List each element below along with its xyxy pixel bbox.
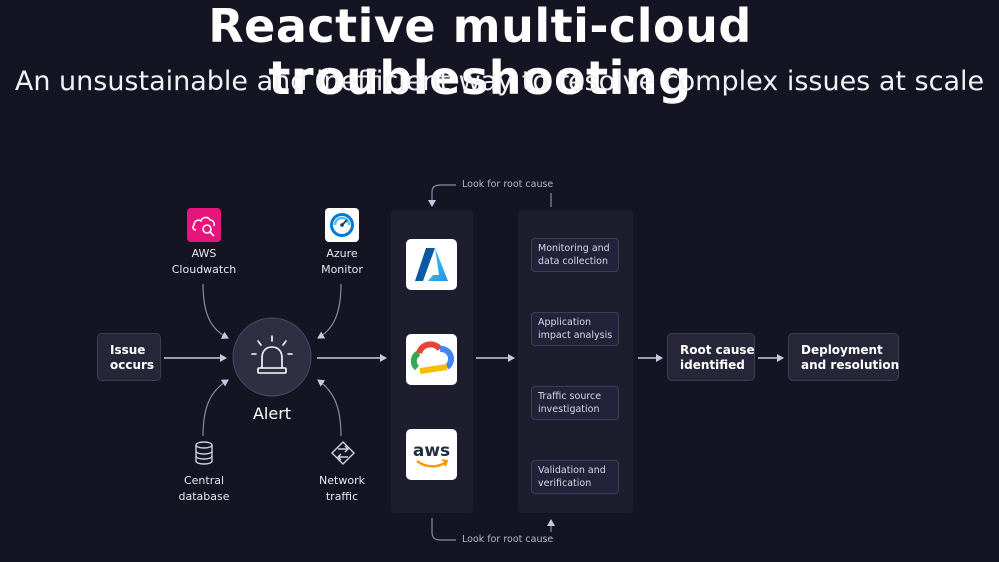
alert-label: Alert — [252, 404, 292, 423]
page-subtitle: An unsustainable and inefficient way to … — [14, 66, 985, 97]
step-traffic-investigation: Traffic source investigation — [531, 386, 619, 420]
azure-monitor-icon — [325, 208, 359, 242]
loop-label-top: Look for root cause — [456, 177, 560, 193]
azure-logo-icon — [415, 248, 448, 281]
aws-cloudwatch-icon — [187, 208, 221, 242]
aws-cloudwatch-label: AWS Cloudwatch — [171, 247, 237, 276]
loop-label-bottom: Look for root cause — [456, 532, 560, 548]
aws-logo-text: aws — [413, 441, 450, 461]
central-database-label: Central database — [178, 474, 230, 503]
step-impact-analysis: Application impact analysis — [531, 312, 619, 346]
google-cloud-logo-icon — [410, 341, 455, 374]
aws-logo: aws — [406, 429, 457, 480]
azure-logo — [406, 239, 457, 290]
siren-icon — [251, 335, 293, 374]
issue-occurs-box: Issue occurs — [97, 333, 161, 381]
aws-logo-icon: aws — [413, 441, 450, 468]
step-monitoring: Monitoring and data collection — [531, 238, 619, 272]
google-cloud-logo — [406, 334, 457, 385]
alert-node — [232, 317, 312, 397]
page-title: Reactive multi-cloud troubleshooting — [208, 0, 752, 105]
database-icon — [195, 441, 213, 465]
network-traffic-label: Network traffic — [319, 474, 365, 503]
root-cause-identified-box: Root cause identified — [667, 333, 755, 381]
step-validation: Validation and verification — [531, 460, 619, 494]
deployment-resolution-box: Deployment and resolution — [788, 333, 899, 381]
network-traffic-icon — [331, 441, 355, 465]
azure-monitor-label: Azure Monitor — [321, 247, 363, 276]
